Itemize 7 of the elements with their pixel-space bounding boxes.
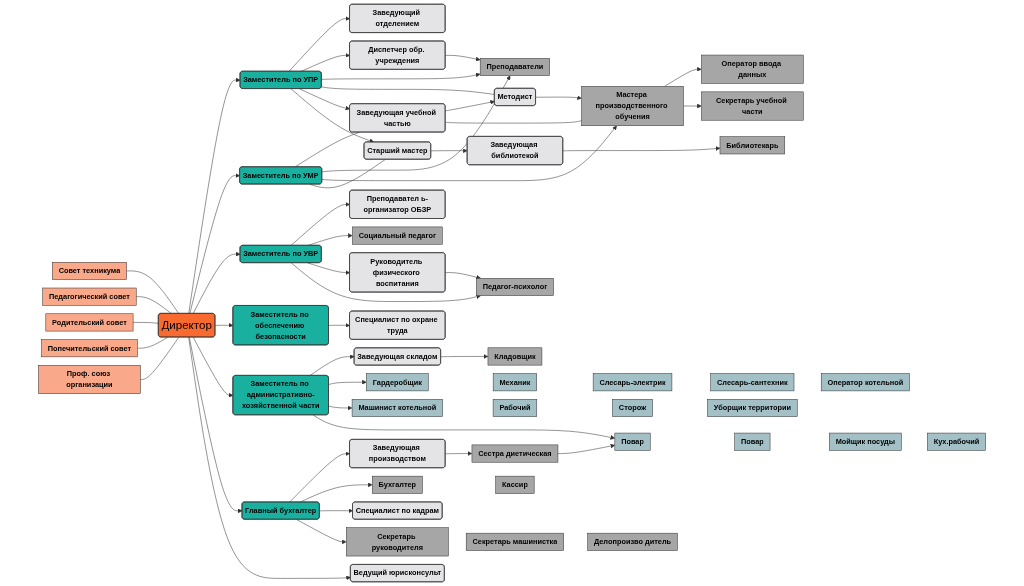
connector	[140, 337, 180, 380]
connector	[135, 296, 172, 314]
connector	[321, 86, 495, 95]
connector	[132, 322, 159, 324]
connector	[126, 270, 180, 314]
connector	[137, 337, 168, 349]
connector	[445, 120, 582, 124]
